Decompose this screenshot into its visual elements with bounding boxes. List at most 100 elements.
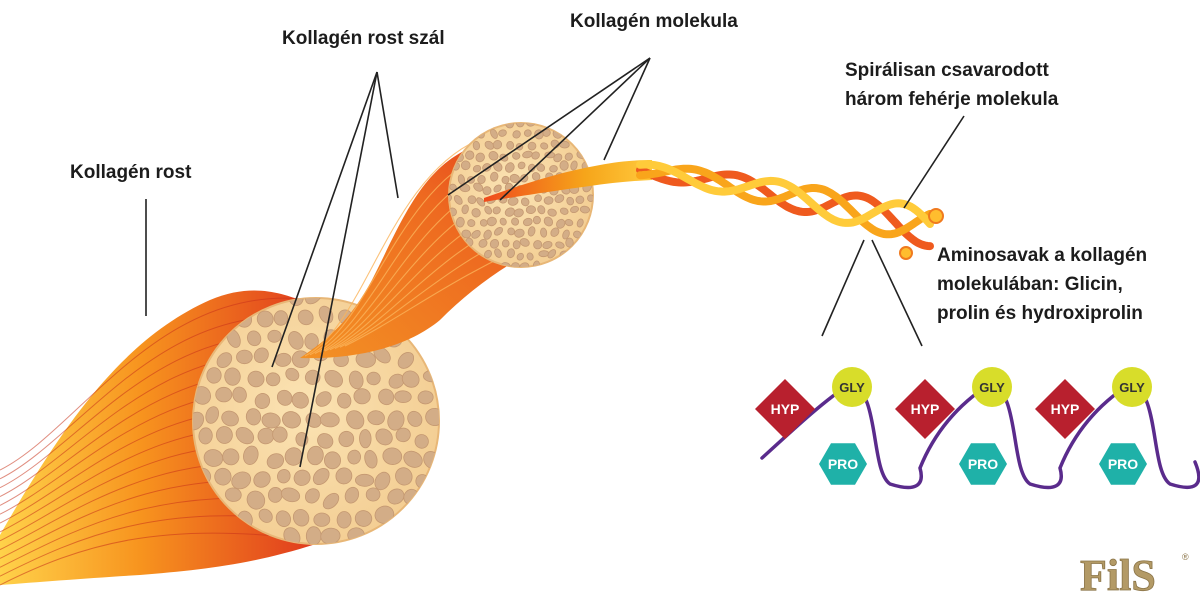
molecule-spot <box>501 239 510 248</box>
fibril-spot <box>253 347 269 364</box>
pro-label: PRO <box>968 456 998 472</box>
fibril-spot <box>359 429 372 449</box>
fibril-spot <box>305 526 322 544</box>
fiber-strand <box>0 297 313 471</box>
fibril-spot <box>401 370 420 388</box>
fibril-spot <box>387 410 405 431</box>
fibril-spot <box>319 412 340 428</box>
molecule-spot <box>483 229 492 240</box>
molecule-spot <box>532 215 541 225</box>
fibril-spot <box>348 370 364 390</box>
fibril-bundle-spots <box>193 298 439 544</box>
molecule-spot <box>511 217 520 226</box>
fibril-spot <box>395 467 413 486</box>
molecule-spot <box>484 140 495 150</box>
molecule-spot <box>520 197 530 207</box>
molecule-spot <box>527 226 536 237</box>
molecule-spot <box>479 219 488 227</box>
molecule-spot <box>460 160 471 171</box>
gly-circle <box>1112 367 1152 407</box>
label-triple-helix-line1: Spirálisan csavarodott <box>845 60 1049 81</box>
fibril-spot <box>265 372 281 387</box>
molecule-spot <box>499 217 507 226</box>
fibril-spot <box>236 349 253 365</box>
fibril-spot <box>346 410 365 430</box>
fibril-spot <box>414 434 429 449</box>
registered-mark: ® <box>1182 552 1189 562</box>
molecule-spot <box>565 237 574 248</box>
leader-line-amino-2 <box>871 239 923 347</box>
molecule-spot <box>472 140 481 151</box>
molecule-spot <box>516 123 525 128</box>
fibril-spot <box>198 427 213 445</box>
molecule-spot <box>489 238 500 249</box>
fibril-spot <box>317 433 334 449</box>
fils-logo: FilS ® <box>1080 551 1189 596</box>
label-triple-helix: Spirálisan csavarodott három fehérje mol… <box>845 56 1058 114</box>
fibril-spot <box>221 410 239 427</box>
collagen-fibril <box>300 122 594 359</box>
molecule-spot <box>486 216 497 227</box>
label-amino-acids-line3: prolin és hydroxiprolin <box>937 303 1143 324</box>
molecule-spot <box>549 165 558 173</box>
label-amino-acids: Aminosavak a kollagén molekulában: Glici… <box>937 241 1147 328</box>
molecule-spot <box>484 249 492 259</box>
molecule-spot <box>554 194 565 203</box>
hyp-diamond <box>1035 379 1095 439</box>
molecule-spot <box>540 227 548 238</box>
molecule-spot <box>492 206 501 215</box>
molecule-spot <box>587 194 593 202</box>
fibril-spot <box>215 386 233 403</box>
molecule-spot <box>566 196 575 206</box>
label-collagen-fibril: Kollagén rost szál <box>282 28 445 49</box>
fibril-spot <box>203 449 224 467</box>
fibril-spot <box>297 309 314 326</box>
molecule-spot <box>531 151 540 160</box>
label-amino-acids-line2: molekulában: Glicin, <box>937 274 1123 295</box>
fibril-spot <box>261 412 281 429</box>
molecule-spot <box>556 218 566 229</box>
helix-strand <box>636 164 934 239</box>
fibril-spot <box>322 492 340 510</box>
molecule-spot <box>506 248 515 259</box>
molecule-spot <box>511 262 520 267</box>
molecule-spot <box>461 204 469 215</box>
fibril-spot <box>304 488 320 504</box>
leader-lines <box>145 57 965 468</box>
molecule-spot <box>547 249 557 259</box>
triple-helix <box>636 160 934 251</box>
molecule-spot <box>484 205 493 215</box>
molecule-spot <box>543 196 554 205</box>
molecule-spot <box>559 207 569 215</box>
molecule-spot <box>570 205 579 214</box>
molecule-spot <box>512 130 521 139</box>
leader-line-molecule-3 <box>603 57 651 161</box>
fibril-spot <box>257 427 275 445</box>
fibril-spot <box>382 447 403 465</box>
leader-line-molecule-2 <box>499 57 651 201</box>
fibril-spot <box>403 450 423 468</box>
fibril-spot <box>395 427 411 443</box>
molecule-spot <box>543 216 554 227</box>
helix-strand <box>636 160 934 228</box>
fibril-spot <box>394 390 412 404</box>
fibril-spot <box>282 411 301 429</box>
helix-end-cap <box>928 208 944 224</box>
leader-line-fibril-1 <box>271 71 378 368</box>
molecule-spot <box>493 184 502 193</box>
fibril-spot <box>273 310 289 326</box>
molecule-spot <box>519 238 530 247</box>
molecule-spot <box>494 248 502 258</box>
fibril-spot <box>280 487 301 503</box>
pro-hexagon <box>819 443 867 485</box>
molecule-spot <box>553 153 563 163</box>
fibril-spot <box>347 449 362 465</box>
pro-hexagon <box>1099 443 1147 485</box>
molecule-spot <box>526 252 534 261</box>
fibril-spot <box>323 451 342 470</box>
fibril-spot <box>366 371 381 386</box>
molecule-spot <box>512 240 521 250</box>
molecule-spot <box>533 240 543 250</box>
